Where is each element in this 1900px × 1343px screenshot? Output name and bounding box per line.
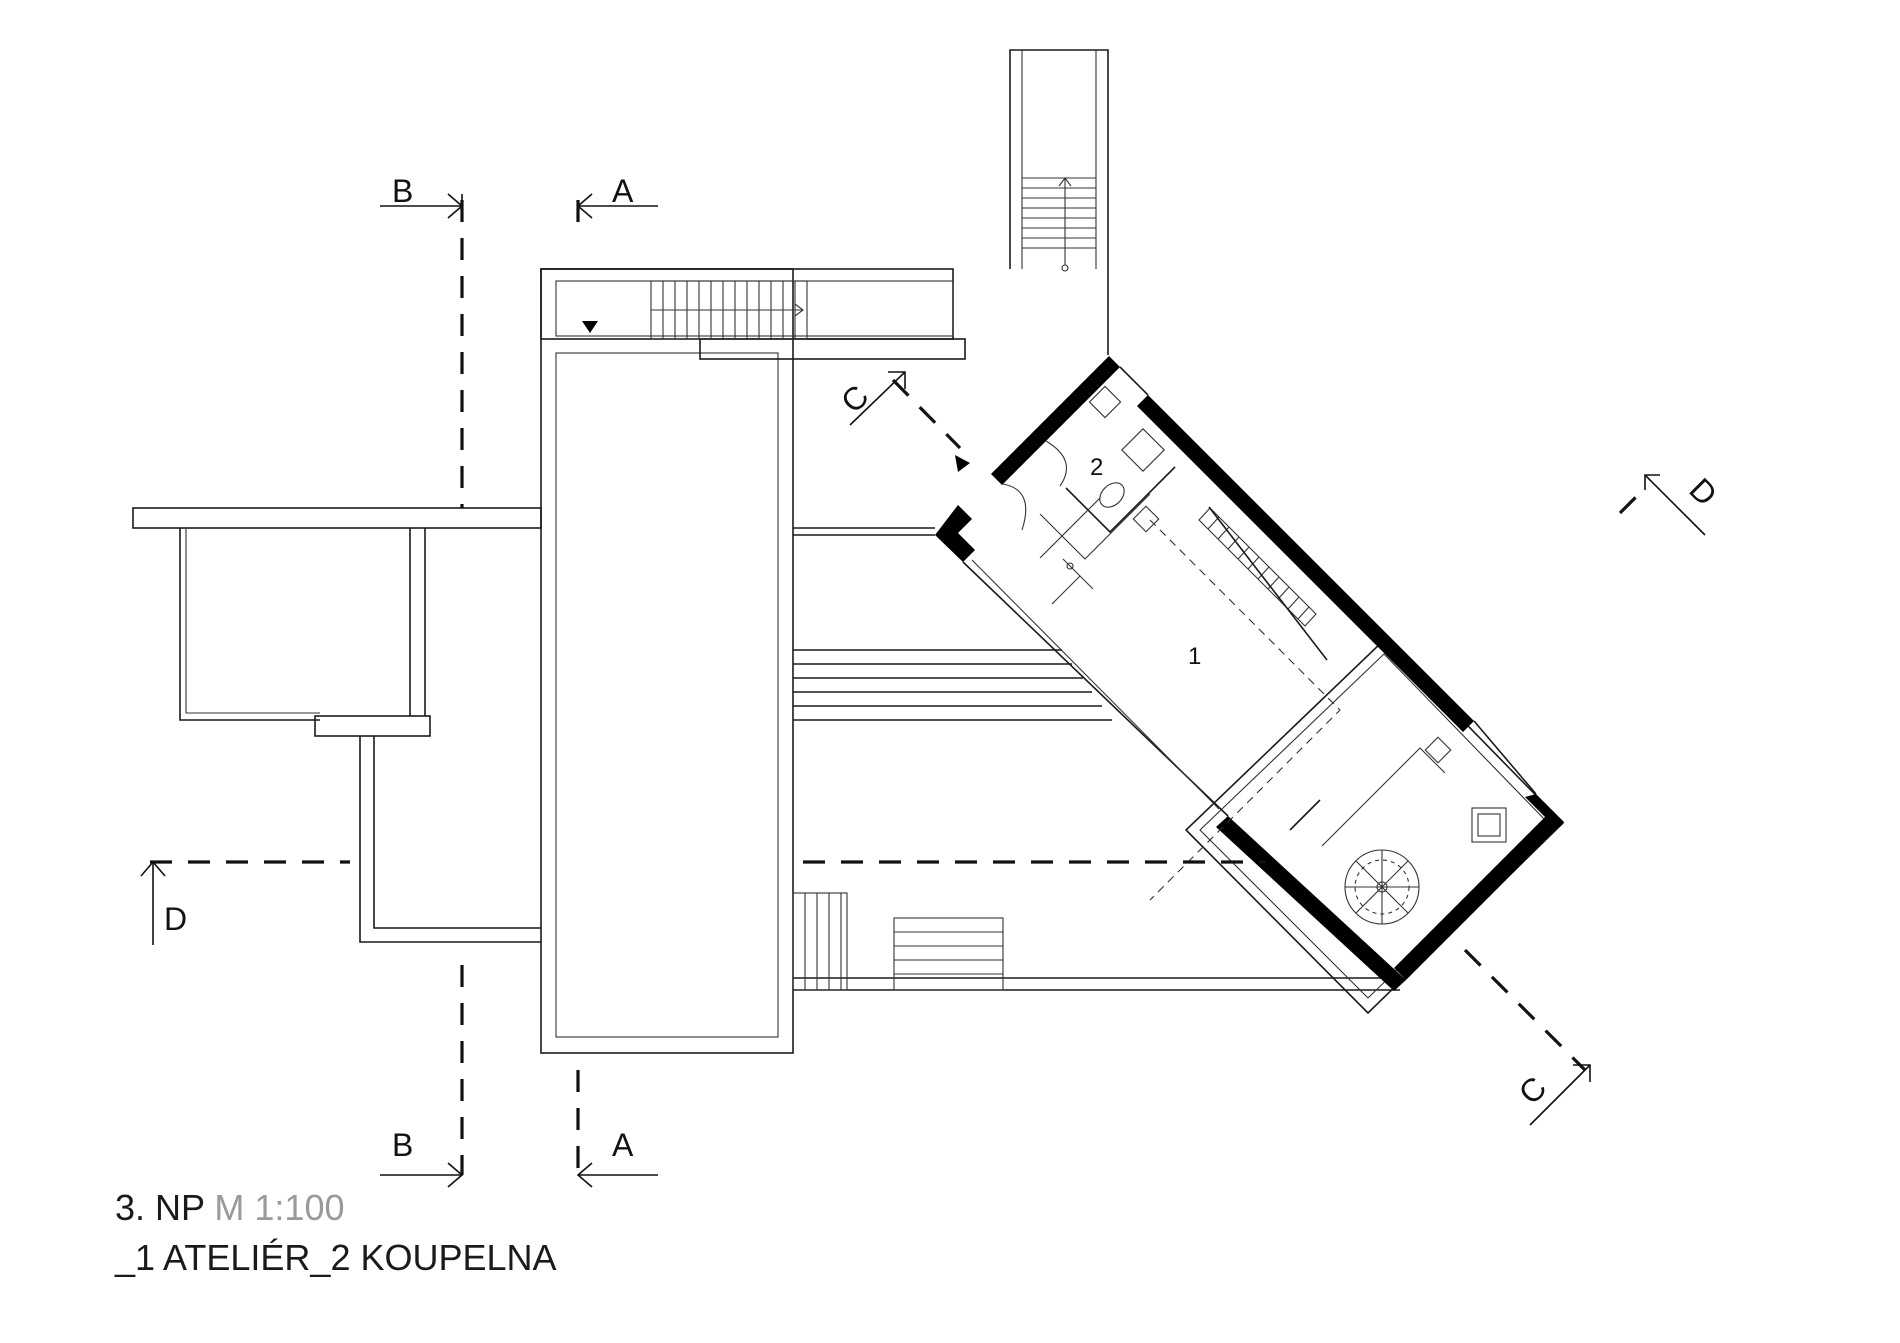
marker-label-b: B (392, 1127, 413, 1163)
drawing-caption: 3. NP M 1:100 _1 ATELIÉR_2 KOUPELNA (115, 1183, 557, 1283)
section-marker-d-right: D (1644, 471, 1724, 536)
arrow-down-icon (582, 321, 598, 333)
section-marker-c-bottom: C (1512, 1064, 1591, 1126)
section-marker-d-left: D (140, 860, 187, 945)
external-stair (1009, 49, 1109, 355)
room-number-atelier: 1 (1188, 643, 1201, 670)
section-marker-a-top: A (576, 173, 658, 219)
floor-label: 3. NP (115, 1187, 205, 1228)
section-marker-b-top: B (380, 173, 464, 219)
rooms-legend: _1 ATELIÉR_2 KOUPELNA (115, 1237, 557, 1278)
marker-label-d: D (164, 901, 187, 937)
lower-stairs (792, 892, 1004, 991)
section-arrow-icon (955, 455, 970, 472)
spiral-stair (1344, 849, 1420, 925)
marker-label-a: A (612, 173, 634, 209)
caption-title-line: 3. NP M 1:100 (115, 1183, 557, 1233)
left-terrace (132, 507, 542, 943)
corridor-stair (582, 280, 808, 340)
marker-label-c: C (1512, 1069, 1554, 1111)
marker-label-c: C (834, 378, 876, 420)
right-terrace (1184, 638, 1565, 1015)
connector-lines (793, 527, 1400, 991)
section-marker-b-bottom: B (380, 1127, 464, 1188)
section-marker-a-bottom: A (576, 1127, 658, 1188)
section-cuts (150, 200, 1647, 1175)
tower: 2 1 (935, 356, 1564, 991)
scale-label: M 1:100 (214, 1187, 345, 1228)
marker-label-d: D (1682, 471, 1724, 513)
room-number-bathroom: 2 (1090, 454, 1103, 481)
marker-label-a: A (612, 1127, 634, 1163)
marker-label-b: B (392, 173, 413, 209)
central-block (540, 268, 966, 1054)
